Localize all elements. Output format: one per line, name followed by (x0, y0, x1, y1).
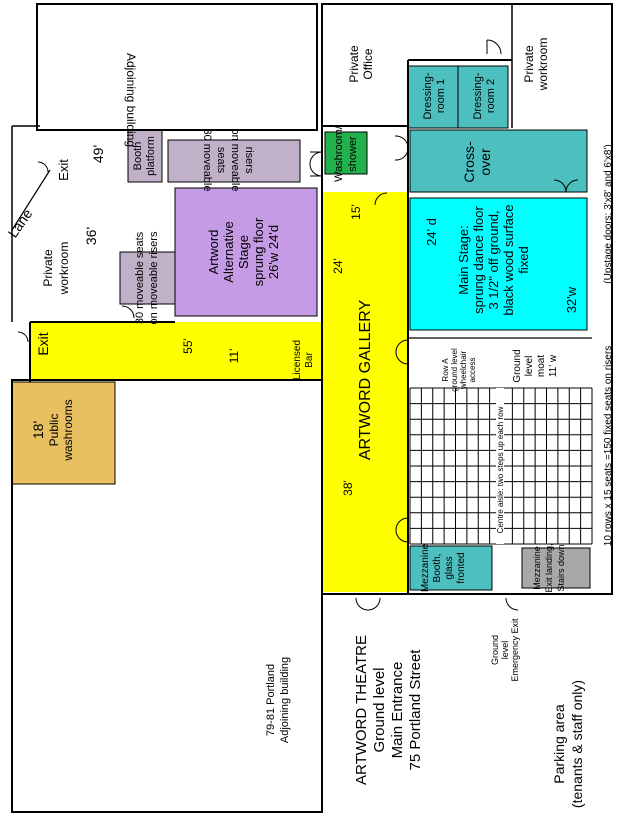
svg-text:black wood surface: black wood surface (501, 204, 516, 315)
dim-38: 38' (341, 480, 355, 496)
moveable-seats-top (167, 139, 301, 183)
svg-text:shower: shower (347, 136, 359, 172)
dim-55: 55' (181, 338, 195, 354)
booth-platform-label: Booth (132, 142, 144, 171)
alternative-stage-label: Artword (206, 230, 221, 275)
dressing-room-2-label: Dressing- (472, 72, 484, 119)
private-workroom-left-label: Private (41, 249, 55, 287)
parking-area-label: Parking area (551, 704, 567, 784)
svg-text:(tenants & staff only): (tenants & staff only) (569, 680, 585, 808)
svg-text:11' w: 11' w (548, 354, 559, 377)
crossover-label: Cross- (461, 141, 477, 183)
dim-36: 36' (83, 227, 99, 245)
fixed-seating-grid (409, 387, 593, 545)
svg-text:over: over (477, 148, 493, 176)
washroom-shower (324, 131, 368, 175)
ground-moat-label: Ground (512, 349, 523, 382)
dressing-room-1-label: Dressing- (422, 72, 434, 119)
svg-text:room 2: room 2 (485, 79, 497, 113)
dim-49: 49' (90, 145, 106, 163)
svg-text:3 1/2" off ground,: 3 1/2" off ground, (486, 210, 501, 309)
private-office-label: Private (347, 45, 361, 83)
svg-text:seats: seats (215, 147, 227, 174)
adjoining-building-bottom-label: 79-81 Portland (265, 664, 277, 736)
dim-24-gallery: 24' (331, 258, 345, 274)
svg-text:on moveable risers: on moveable risers (148, 231, 160, 324)
alternative-stage (174, 187, 318, 317)
svg-text:wheelchair: wheelchair (459, 351, 468, 391)
svg-text:sprung floor: sprung floor (251, 217, 266, 286)
svg-text:workroom: workroom (536, 38, 550, 92)
doors (17, 39, 579, 611)
svg-text:fronted: fronted (456, 552, 467, 583)
moveable-seats-top-label: 30 moveable (201, 129, 213, 192)
svg-text:Exit landing,: Exit landing, (544, 543, 554, 592)
svg-text:Booth,: Booth, (432, 554, 443, 583)
svg-text:fixed: fixed (516, 246, 531, 273)
dim-18: 18' (30, 421, 46, 439)
main-stage-label: Main Stage: (456, 225, 471, 294)
svg-text:Stage: Stage (236, 235, 251, 269)
washroom-shower-label: Washroom/ (333, 125, 345, 182)
svg-text:75 Portland Street: 75 Portland Street (407, 649, 424, 771)
svg-text:26'w 24'd: 26'w 24'd (266, 225, 281, 279)
dim-24-stage: 24' d (424, 218, 439, 246)
svg-text:access: access (468, 358, 477, 383)
svg-text:Ground level: Ground level (371, 667, 388, 752)
svg-text:ground level: ground level (450, 348, 459, 392)
seat-summary-note: 10 rows x 15 seats =150 fixed seats on r… (603, 346, 614, 546)
main-stage (409, 197, 588, 331)
exit-top-label: Exit (56, 159, 71, 181)
dressing-room-1 (407, 65, 459, 129)
svg-text:moat: moat (536, 355, 547, 377)
svg-text:Office: Office (361, 48, 375, 79)
centre-aisle (496, 388, 504, 544)
adjoining-building-top-label: Adjoining building (124, 53, 138, 147)
row-a-label: Row A (441, 358, 450, 382)
svg-text:Adjoining building: Adjoining building (279, 657, 291, 743)
svg-text:Bar: Bar (304, 352, 315, 368)
mezzanine-exit (521, 547, 591, 589)
crossover (409, 129, 588, 193)
svg-text:Main Entrance: Main Entrance (389, 662, 406, 759)
svg-text:sprung dance floor: sprung dance floor (471, 205, 486, 313)
svg-text:Stairs down: Stairs down (556, 544, 566, 591)
moveable-seats-left-label: 30 moveable seats (134, 231, 146, 324)
svg-text:risers: risers (243, 147, 255, 174)
svg-text:on moveable: on moveable (229, 129, 241, 192)
dim-32: 32'w (564, 286, 579, 313)
svg-text:room 1: room 1 (435, 79, 447, 113)
centre-aisle-label: Centre aisle: two steps up each row (496, 406, 505, 533)
svg-text:platform: platform (145, 136, 157, 176)
artword-gallery (322, 192, 408, 592)
upstage-doors-note: (Upstage doors: 3'x8' and 6'x8') (603, 144, 614, 283)
svg-text:washrooms: washrooms (61, 399, 75, 461)
svg-text:workroom: workroom (57, 242, 71, 296)
public-washrooms-label: Public (47, 414, 61, 447)
walls (11, 3, 613, 813)
private-workroom-right-label: Private (522, 45, 536, 83)
dim-11: 11' (227, 349, 241, 364)
dim-15: 15' (349, 204, 363, 220)
mezzanine-exit-label: Mezzanine (532, 546, 542, 590)
mezzanine-booth-label: Mezzanine (420, 543, 431, 592)
licensed-bar-label: Licensed (292, 340, 303, 380)
moveable-seats-left (119, 251, 176, 305)
exit-left-label: Exit (35, 332, 51, 355)
ground-emergency-exit-label: Ground (490, 635, 500, 665)
svg-text:glass: glass (444, 556, 455, 579)
gallery-label: ARTWORD GALLERY (357, 300, 374, 461)
gallery-corridor (30, 322, 322, 380)
svg-text:Alternative: Alternative (221, 221, 236, 282)
svg-text:level: level (524, 356, 535, 377)
theatre-title: ARTWORD THEATRE (353, 635, 370, 785)
lane-label: Lane (4, 206, 35, 241)
dressing-room-2 (457, 65, 509, 129)
mezzanine-booth (409, 545, 493, 591)
svg-text:Emergency Exit: Emergency Exit (510, 618, 520, 682)
svg-text:level: level (500, 641, 510, 660)
